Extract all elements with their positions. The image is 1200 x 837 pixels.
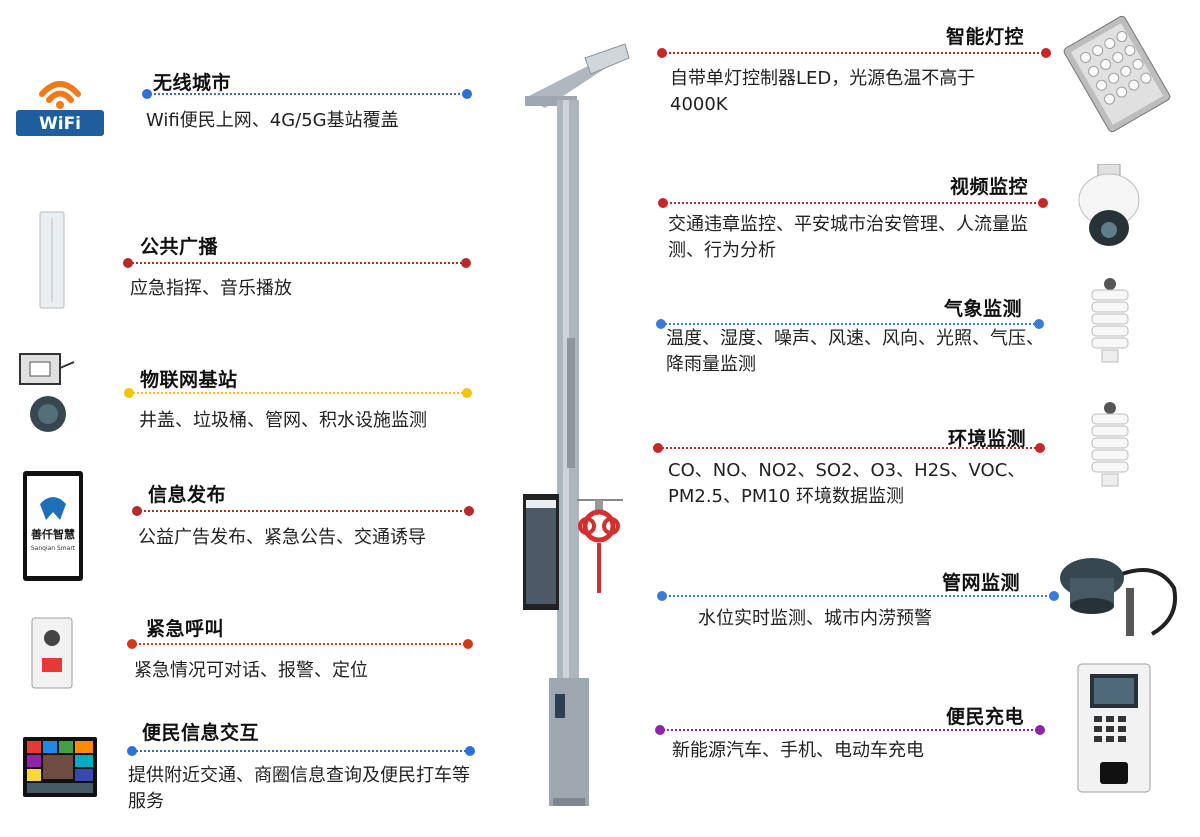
touch-screen-icon — [22, 736, 98, 798]
connector-dot — [653, 443, 663, 453]
connector-dot — [462, 89, 472, 99]
wifi-icon: WiFi — [14, 68, 106, 138]
feature-title: 视频监控 — [950, 176, 1029, 198]
connector-dot — [127, 746, 137, 756]
connector-dot — [132, 506, 142, 516]
wifi-icon-label: WiFi — [39, 114, 81, 134]
feature-title: 信息发布 — [148, 484, 227, 506]
connector-dot — [127, 639, 137, 649]
connector-line — [656, 319, 1044, 329]
feature-desc: 温度、湿度、噪声、风速、风向、光照、气压、降雨量监测 — [666, 328, 1044, 375]
iot-sensor-icon — [14, 348, 78, 438]
connector-dot — [463, 639, 473, 649]
connector-dot — [1041, 48, 1051, 58]
connector-line — [658, 198, 1048, 208]
connector-line — [127, 746, 475, 756]
connector-dot — [1035, 725, 1045, 735]
connector-dot — [1034, 319, 1044, 329]
connector-line — [655, 725, 1045, 735]
connector-dot — [124, 388, 134, 398]
connector-line — [124, 388, 472, 398]
connector-dot — [655, 725, 665, 735]
led-light-module-icon — [1062, 12, 1172, 136]
connector-line — [657, 48, 1051, 58]
connector-dot — [464, 506, 474, 516]
connector-line — [653, 443, 1045, 453]
feature-desc: 井盖、垃圾桶、管网、积水设施监测 — [139, 410, 427, 431]
connector-dot — [462, 388, 472, 398]
feature-desc: Wifi便民上网、4G/5G基站覆盖 — [146, 110, 399, 131]
dome-camera-icon — [1074, 163, 1144, 250]
feature-desc: 应急指挥、音乐播放 — [130, 278, 292, 299]
environment-sensor-icon — [1086, 400, 1134, 488]
connector-dot — [656, 319, 666, 329]
feature-desc: 紧急情况可对话、报警、定位 — [134, 660, 368, 681]
connector-line — [142, 89, 472, 99]
feature-desc: 交通违章监控、平安城市治安管理、人流量监测、行为分析 — [668, 214, 1028, 261]
emergency-intercom-icon — [30, 616, 74, 690]
connector-dot — [1038, 198, 1048, 208]
logo-english: Sanqian Smart — [31, 545, 76, 552]
speaker-column-icon — [36, 210, 68, 310]
connector-dot — [142, 89, 152, 99]
connector-line — [132, 506, 474, 516]
connector-dot — [1049, 591, 1059, 601]
connector-dot — [657, 48, 667, 58]
feature-title: 智能灯控 — [946, 26, 1025, 48]
connector-dot — [123, 258, 133, 268]
feature-desc: CO、NO、NO2、SO2、O3、H2S、VOC、PM2.5、PM10 环境数据… — [668, 460, 1026, 507]
feature-title: 管网监测 — [942, 572, 1021, 594]
feature-title: 环境监测 — [948, 428, 1027, 450]
feature-desc: 公益广告发布、紧急公告、交通诱导 — [138, 527, 426, 548]
feature-desc: 自带单灯控制器LED，光源色温不高于4000K — [670, 68, 976, 115]
feature-title: 便民信息交互 — [142, 722, 260, 744]
connector-line — [657, 591, 1059, 601]
feature-title: 无线城市 — [153, 72, 232, 94]
connector-dot — [657, 591, 667, 601]
feature-title: 紧急呼叫 — [146, 618, 225, 640]
feature-title: 气象监测 — [944, 298, 1023, 320]
display-screen-icon: 善仟智慧 Sanqian Smart — [22, 470, 84, 582]
connector-dot — [658, 198, 668, 208]
feature-desc: 提供附近交通、商圈信息查询及便民打车等服务 — [128, 765, 470, 812]
feature-title: 物联网基站 — [140, 369, 238, 391]
feature-desc: 新能源汽车、手机、电动车充电 — [672, 740, 924, 761]
water-level-sensor-icon — [1056, 548, 1180, 640]
feature-desc: 水位实时监测、城市内涝预警 — [698, 608, 932, 629]
connector-dot — [465, 746, 475, 756]
charging-station-icon — [1076, 662, 1152, 794]
feature-title: 便民充电 — [946, 706, 1025, 728]
connector-dot — [461, 258, 471, 268]
logo-name: 善仟智慧 — [31, 527, 75, 541]
connector-line — [127, 639, 473, 649]
weather-sensor-icon — [1086, 276, 1134, 364]
feature-title: 公共广播 — [140, 236, 219, 258]
connector-dot — [1035, 443, 1045, 453]
connector-line — [123, 258, 471, 268]
smart-pole-illustration — [515, 38, 655, 808]
